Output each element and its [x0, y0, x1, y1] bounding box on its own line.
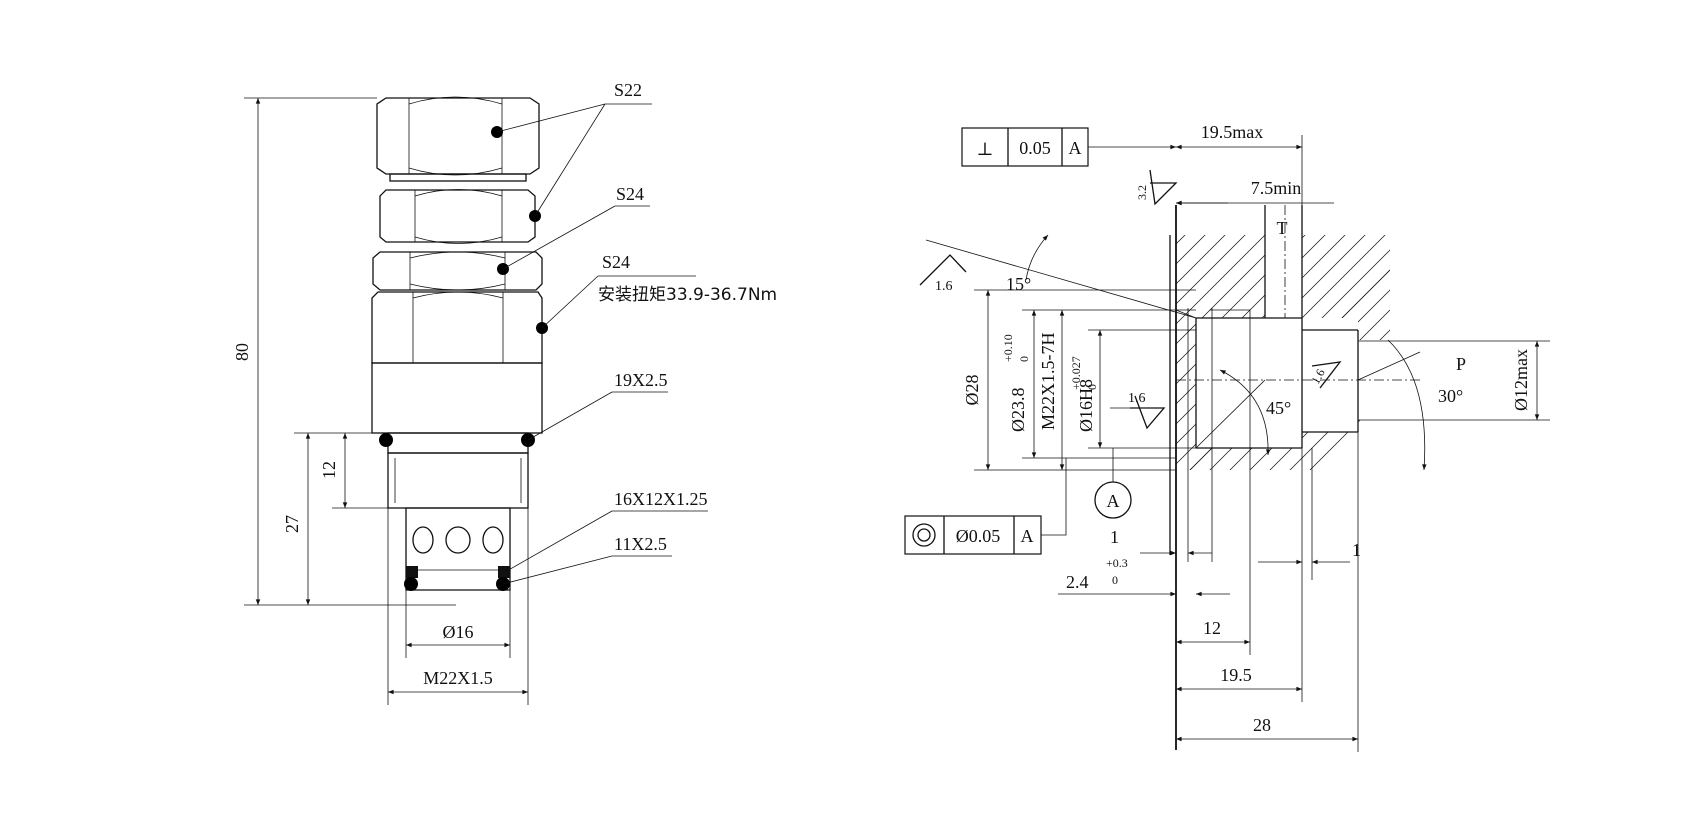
- cartridge-body: [371, 362, 543, 434]
- label-s22: S22: [614, 80, 642, 100]
- dim-dia-12-max: Ø12max: [1511, 349, 1531, 411]
- label-backup-ring: 16X12X1.25: [614, 489, 708, 509]
- dim-overall-length: 80: [232, 343, 252, 361]
- label-s24-bottom: S24: [602, 252, 630, 272]
- dim-thread-m22: M22X1.5: [423, 668, 493, 688]
- lock-nut-s24: [379, 173, 536, 244]
- dim-insert-length: 27: [282, 515, 302, 533]
- angle-15: 15°: [1006, 274, 1031, 294]
- tolerance-frame-perpendicularity: ⊥ 0.05 A: [961, 127, 1176, 167]
- port-p-label: P: [1456, 354, 1466, 374]
- concentricity-datum: A: [1021, 526, 1034, 546]
- datum-a: A: [1094, 448, 1132, 519]
- label-oring-19x2-5: 19X2.5: [614, 370, 668, 390]
- dim-dia-23-8-tol-upper: +0.10: [1001, 334, 1015, 362]
- dim-depth-min: 7.5min: [1251, 178, 1302, 198]
- dim-2-4: 2.4: [1066, 572, 1089, 592]
- dim-2-4-tol-lower: 0: [1112, 573, 1118, 587]
- label-oring-11x2-5: 11X2.5: [614, 534, 667, 554]
- roughness-1-6-top: 1.6: [919, 239, 1197, 319]
- body-hex-s24: [371, 251, 543, 364]
- angle-30: 30°: [1438, 386, 1463, 406]
- right-view-cavity: ⊥ 0.05 A 19.5max 7.5min T 3.2 1.6 15°: [904, 122, 1550, 752]
- dim-thread-m22-7h: M22X1.5-7H: [1038, 333, 1058, 431]
- dim-1-right: 1: [1352, 540, 1361, 560]
- roughness-3-2: 3.2: [1135, 169, 1178, 206]
- roughness-value-1-6-b: 1.6: [1128, 391, 1146, 406]
- dim-len-28: 28: [1253, 715, 1271, 735]
- dim-1-left: 1: [1110, 527, 1119, 547]
- label-s24-top: S24: [616, 184, 644, 204]
- perpendicularity-symbol: ⊥: [977, 139, 994, 159]
- label-install-torque: 安装扭矩33.9-36.7Nm: [598, 285, 777, 305]
- roughness-value-3-2: 3.2: [1135, 185, 1149, 200]
- port-t-label: T: [1277, 218, 1288, 238]
- dim-2-4-tol-upper: +0.3: [1106, 556, 1128, 570]
- tolerance-frame-concentricity: Ø0.05 A: [904, 458, 1067, 555]
- roughness-1-6-mid: 1.6: [1110, 391, 1166, 430]
- dim-dia-16-tol-lower: 0: [1085, 384, 1099, 390]
- perpendicularity-value: 0.05: [1019, 138, 1051, 158]
- dim-dia-28: Ø28: [962, 375, 982, 406]
- roughness-1-6-right: 1.6: [1308, 361, 1342, 389]
- dim-diameter-16: Ø16: [443, 622, 474, 642]
- perpendicularity-datum: A: [1069, 138, 1082, 158]
- thread-section: [387, 452, 529, 509]
- hex-nut-s22: [376, 96, 540, 176]
- dim-dia-23-8-tol-lower: 0: [1017, 356, 1031, 362]
- dim-len-12: 12: [1203, 618, 1221, 638]
- dim-dia-16h8: Ø16H8: [1076, 379, 1096, 432]
- dim-depth-max: 19.5max: [1201, 122, 1264, 142]
- angle-45: 45°: [1266, 398, 1291, 418]
- dim-dia-16-tol-upper: +0.027: [1069, 356, 1083, 390]
- dim-thread-length: 12: [319, 461, 339, 479]
- left-view-cartridge: S22 S24 S24 安装扭矩33.9-36.7Nm 19X2.5 16X12…: [232, 80, 777, 705]
- dim-dia-23-8: Ø23.8: [1008, 388, 1028, 433]
- cavity-outline: [1169, 205, 1420, 750]
- roughness-value-1-6-a: 1.6: [935, 279, 953, 294]
- dim-len-19-5: 19.5: [1220, 665, 1252, 685]
- roughness-value-1-6-c: 1.6: [1308, 367, 1327, 387]
- lower-sleeve: [405, 507, 511, 591]
- datum-a-label: A: [1107, 491, 1120, 511]
- concentricity-value: Ø0.05: [956, 526, 1001, 546]
